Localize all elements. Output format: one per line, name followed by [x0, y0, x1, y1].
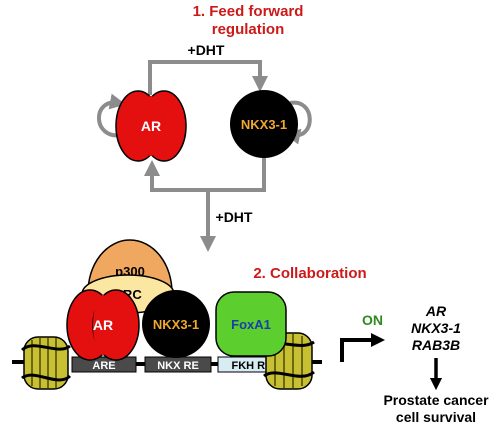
nkx-self-loop-arrow [284, 100, 312, 145]
title-line2: regulation [212, 21, 285, 38]
nucleosome-left [20, 336, 72, 390]
collaboration-label: 2. Collaboration [253, 265, 366, 282]
ar-self-loop-arrow [97, 93, 126, 138]
transcription-arrow [340, 333, 385, 362]
nkx-node [230, 90, 298, 158]
fkhre-label: FKH RE [232, 360, 273, 372]
outcome-line2: cell survival [396, 409, 476, 425]
nkx-complex-label: NKX3-1 [153, 317, 199, 332]
target-gene-rab3b: RAB3B [412, 337, 460, 353]
on-label: ON [362, 312, 383, 328]
ar-complex-node [66, 289, 140, 361]
feedforward-arrow [148, 60, 268, 95]
nkxre-label: NKX RE [157, 360, 199, 372]
nkx-node-label: NKX3-1 [241, 117, 287, 132]
foxa1-label: FoxA1 [231, 317, 271, 332]
foxa1-node [215, 291, 287, 357]
dht-top-label: +DHT [188, 42, 225, 58]
target-gene-nkx: NKX3-1 [411, 320, 461, 336]
ar-node [115, 90, 187, 162]
feedback-arrow [144, 158, 266, 192]
are-label: ARE [92, 360, 115, 372]
title-line1: 1. Feed forward [193, 3, 304, 20]
dht-mid-label: +DHT [216, 209, 253, 225]
outcome-line1: Prostate cancer [383, 392, 489, 408]
target-gene-ar: AR [425, 303, 447, 319]
ar-complex-label: AR [93, 317, 113, 333]
are-box [71, 356, 137, 373]
ar-node-label: AR [141, 118, 161, 134]
nkx-complex-node [142, 290, 210, 358]
